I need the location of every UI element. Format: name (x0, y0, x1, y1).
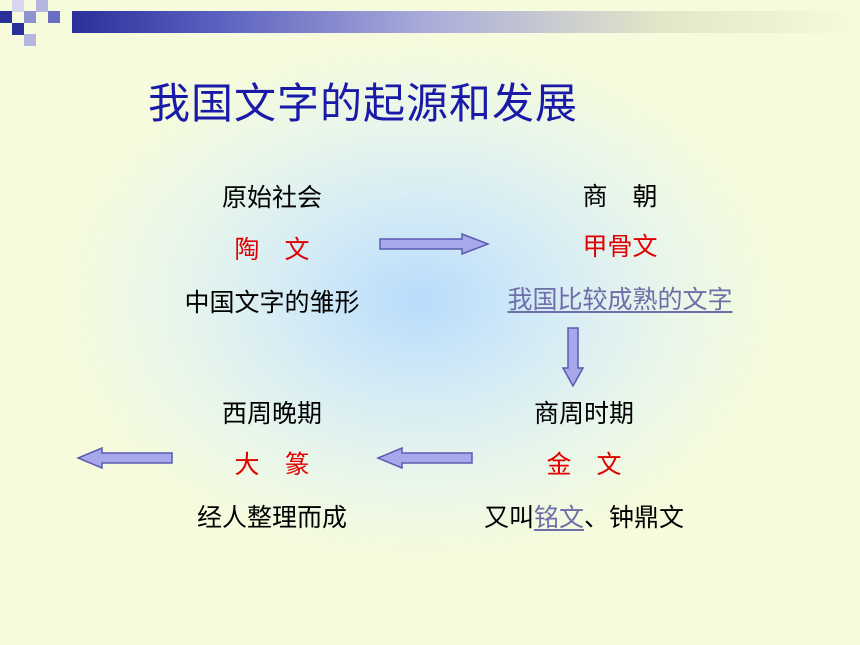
stage-shang-note-link[interactable]: 我国比较成熟的文字 (507, 285, 733, 314)
inscription-link[interactable]: 铭文 (533, 503, 585, 532)
arrow-down-icon (561, 327, 585, 388)
note-prefix: 又叫 (483, 503, 534, 532)
stage-late-zhou-note: 经人整理而成 (196, 503, 348, 532)
arrow-left-icon (376, 446, 473, 470)
stage-shang-zhou-script: 金 文 (546, 450, 622, 479)
stage-late-zhou-script: 大 篆 (234, 450, 310, 479)
corner-square-decoration (12, 23, 24, 35)
arrow-left-icon (76, 446, 173, 470)
stage-shang-zhou-period: 商周时期 (533, 399, 635, 428)
corner-square-decoration (24, 11, 36, 23)
note-suffix: 、钟鼎文 (584, 503, 685, 532)
stage-shang-period: 商 朝 (582, 182, 658, 211)
corner-square-decoration (36, 0, 48, 12)
slide-title: 我国文字的起源和发展 (148, 79, 579, 128)
stage-shang-script: 甲骨文 (582, 232, 658, 261)
stage-late-zhou-period: 西周晚期 (221, 399, 323, 428)
corner-square-decoration (24, 34, 36, 46)
arrow-right-icon (379, 232, 491, 256)
corner-square-decoration (48, 11, 60, 23)
corner-square-decoration (12, 0, 24, 12)
header-gradient-bar (72, 11, 860, 33)
stage-primitive-script: 陶 文 (234, 235, 310, 264)
stage-shang-zhou-note: 又叫铭文、钟鼎文 (484, 498, 684, 534)
corner-square-decoration (0, 11, 12, 23)
stage-primitive-note: 中国文字的雏形 (184, 288, 360, 317)
stage-primitive-period: 原始社会 (221, 183, 323, 212)
